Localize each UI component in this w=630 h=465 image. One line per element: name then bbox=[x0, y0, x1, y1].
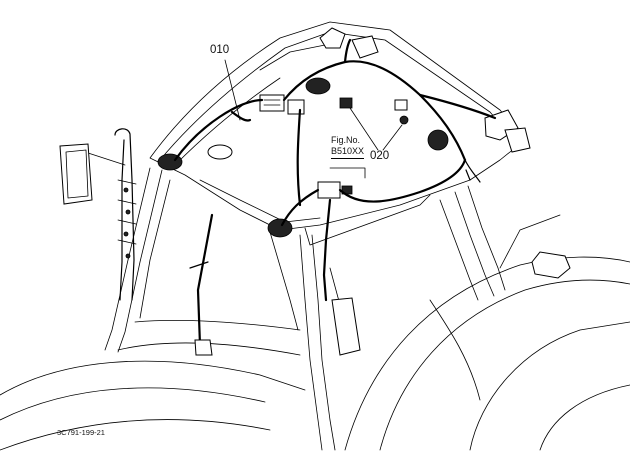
switch-panel bbox=[259, 94, 285, 112]
leader-lines bbox=[224, 59, 403, 179]
reference-label: Fig.No. B510XX bbox=[331, 135, 365, 159]
exhaust-pipe bbox=[114, 128, 137, 301]
front-center-work-light bbox=[207, 144, 233, 160]
drawing-code: 3C791-199-21 bbox=[57, 428, 105, 437]
reference-line-2: B510XX bbox=[331, 146, 365, 159]
wiring-harness bbox=[173, 38, 497, 302]
tractor-body bbox=[0, 214, 630, 451]
left-mirror bbox=[59, 143, 126, 205]
rear-roof-light-1 bbox=[319, 27, 346, 49]
front-lower-work-light bbox=[267, 218, 293, 238]
rear-speaker-light bbox=[427, 129, 449, 151]
connector-a bbox=[339, 97, 353, 109]
ground-terminal bbox=[399, 115, 409, 125]
rear-roof-light-2 bbox=[351, 35, 379, 59]
junction-box bbox=[317, 181, 341, 199]
rear-right-light-2 bbox=[504, 127, 531, 153]
beacon-light bbox=[305, 77, 331, 95]
right-mirror bbox=[329, 267, 361, 356]
relay-box bbox=[287, 99, 305, 115]
callout-010: 010 bbox=[210, 44, 230, 56]
wiper bbox=[189, 213, 214, 356]
reference-line-1: Fig.No. bbox=[331, 135, 361, 145]
cab-roof bbox=[149, 21, 526, 246]
callout-020: 020 bbox=[370, 150, 390, 162]
cab-frame bbox=[104, 167, 506, 451]
connector-b bbox=[394, 99, 408, 111]
